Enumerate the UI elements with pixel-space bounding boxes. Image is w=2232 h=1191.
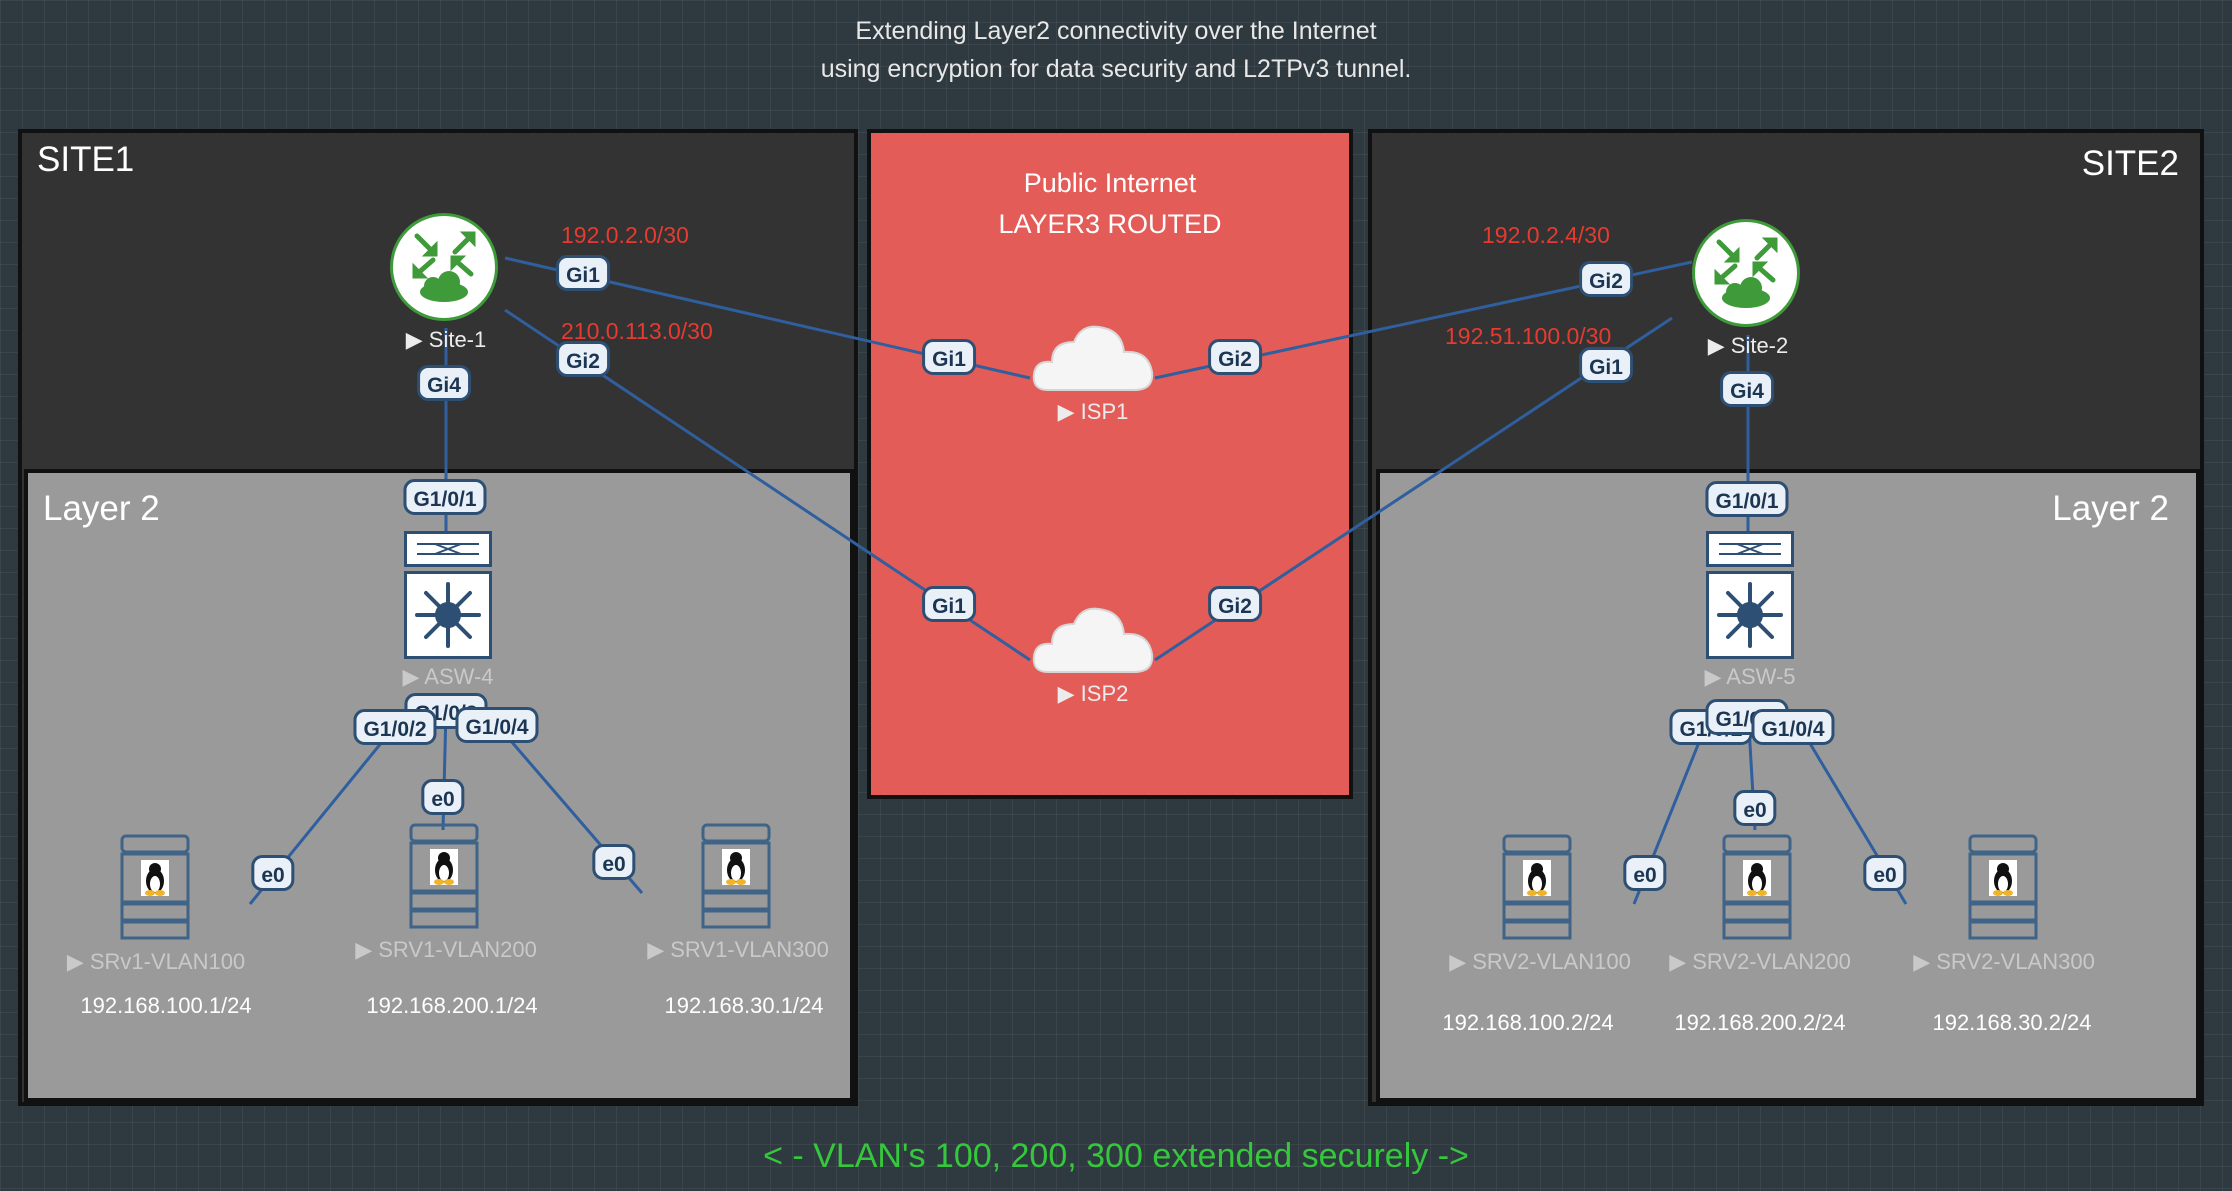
subnet-site1-isp1: 192.0.2.0/30 (561, 222, 689, 248)
site1-router-label: ▶ Site-1 (405, 327, 487, 352)
isp2-cloud[interactable] (1030, 600, 1156, 685)
srv2-vlan200-label: ▶ SRV2-VLAN200 (1669, 949, 1851, 974)
site2-label: SITE2 (2081, 144, 2179, 183)
footer-caption: < - VLAN's 100, 200, 300 extended secure… (763, 1137, 1469, 1175)
srv2-vlan200-server[interactable] (1721, 834, 1793, 949)
site1-gi2-badge[interactable]: Gi2 (556, 341, 610, 377)
asw4-switch-top[interactable] (404, 531, 492, 567)
srv1-vlan100-label: ▶ SRv1-VLAN100 (66, 949, 246, 974)
site1-layer2-label: Layer 2 (43, 489, 160, 528)
site2-layer2-label: Layer 2 (2052, 489, 2169, 528)
isp2-gi2-badge[interactable]: Gi2 (1208, 586, 1262, 622)
site1-gi4-badge[interactable]: Gi4 (417, 365, 471, 401)
router-icon (412, 231, 476, 302)
linux-server-icon (1968, 834, 2038, 940)
site2-router[interactable] (1692, 219, 1800, 327)
internet-label-line-2: LAYER3 ROUTED (998, 209, 1222, 239)
srv1-vlan100-ip: 192.168.100.1/24 (80, 993, 252, 1018)
asw5-g101-badge[interactable]: G1/0/1 (1705, 481, 1789, 517)
isp1-gi1-badge[interactable]: Gi1 (922, 339, 976, 375)
asw5-g104-badge[interactable]: G1/0/4 (1751, 709, 1835, 745)
internet-label-line-1: Public Internet (1023, 168, 1197, 198)
linux-server-icon (1502, 834, 1572, 940)
srv1-vlan300-label: ▶ SRV1-VLAN300 (647, 937, 829, 962)
srv1-vlan300-e0-badge[interactable]: e0 (592, 844, 636, 880)
asw4-g101-badge[interactable]: G1/0/1 (403, 479, 487, 515)
srv1-vlan200-e0-badge[interactable]: e0 (421, 779, 465, 815)
srv2-vlan300-server[interactable] (1967, 834, 2039, 949)
isp2-gi1-badge[interactable]: Gi1 (922, 586, 976, 622)
internet-panel (867, 129, 1353, 799)
cloud-icon (1032, 325, 1154, 391)
cloud-icon (1032, 607, 1154, 673)
site2-gi2-badge[interactable]: Gi2 (1579, 261, 1633, 297)
diagram-title: Extending Layer2 connectivity over the I… (0, 12, 2232, 88)
srv2-vlan200-e0-badge[interactable]: e0 (1733, 790, 1777, 826)
linux-server-icon (701, 823, 771, 929)
asw4-label: ▶ ASW-4 (402, 664, 494, 689)
asw5-switch-top[interactable] (1706, 531, 1794, 567)
isp1-gi2-badge[interactable]: Gi2 (1208, 339, 1262, 375)
srv1-vlan300-server[interactable] (700, 823, 772, 938)
srv1-vlan100-server[interactable] (119, 834, 191, 949)
multilayer-switch-icon (1717, 582, 1783, 648)
switch-ports-icon (417, 543, 479, 555)
linux-server-icon (409, 823, 479, 929)
srv1-vlan200-label: ▶ SRV1-VLAN200 (355, 937, 537, 962)
site1-router[interactable] (390, 213, 498, 321)
isp1-cloud[interactable] (1030, 318, 1156, 403)
site2-gi1-badge[interactable]: Gi1 (1579, 347, 1633, 383)
srv2-vlan100-e0-badge[interactable]: e0 (1623, 855, 1667, 891)
asw5-switch[interactable] (1706, 571, 1794, 659)
title-line-1: Extending Layer2 connectivity over the I… (855, 17, 1377, 45)
isp2-label: ▶ ISP2 (1057, 681, 1129, 706)
title-line-2: using encryption for data security and L… (820, 55, 1412, 83)
site1-gi1-badge[interactable]: Gi1 (556, 255, 610, 291)
srv2-vlan100-label: ▶ SRV2-VLAN100 (1449, 949, 1631, 974)
srv1-vlan100-e0-badge[interactable]: e0 (251, 855, 295, 891)
asw4-g104-badge[interactable]: G1/0/4 (455, 707, 539, 743)
site2-router-label: ▶ Site-2 (1707, 333, 1789, 358)
srv1-vlan200-server[interactable] (408, 823, 480, 938)
asw5-label: ▶ ASW-5 (1704, 664, 1796, 689)
srv2-vlan300-label: ▶ SRV2-VLAN300 (1913, 949, 2095, 974)
asw4-switch[interactable] (404, 571, 492, 659)
subnet-site2-isp1: 192.0.2.4/30 (1482, 222, 1610, 248)
linux-server-icon (1722, 834, 1792, 940)
asw4-g102-badge[interactable]: G1/0/2 (353, 709, 437, 745)
srv2-vlan200-ip: 192.168.200.2/24 (1674, 1010, 1846, 1035)
site2-gi4-badge[interactable]: Gi4 (1720, 371, 1774, 407)
srv2-vlan100-server[interactable] (1501, 834, 1573, 949)
subnet-site1-isp2: 210.0.113.0/30 (561, 318, 713, 344)
srv2-vlan100-ip: 192.168.100.2/24 (1442, 1010, 1614, 1035)
subnet-site2-isp2: 192.51.100.0/30 (1445, 323, 1612, 349)
site1-label: SITE1 (37, 140, 135, 179)
linux-server-icon (120, 834, 190, 940)
srv2-vlan300-e0-badge[interactable]: e0 (1863, 855, 1907, 891)
switch-ports-icon (1719, 543, 1781, 555)
router-icon (1714, 237, 1778, 308)
srv1-vlan200-ip: 192.168.200.1/24 (366, 993, 538, 1018)
srv1-vlan300-ip: 192.168.30.1/24 (664, 993, 824, 1018)
isp1-label: ▶ ISP1 (1057, 399, 1129, 424)
internet-label: Public Internet LAYER3 ROUTED (867, 163, 1353, 245)
multilayer-switch-icon (415, 582, 481, 648)
srv2-vlan300-ip: 192.168.30.2/24 (1932, 1010, 2092, 1035)
